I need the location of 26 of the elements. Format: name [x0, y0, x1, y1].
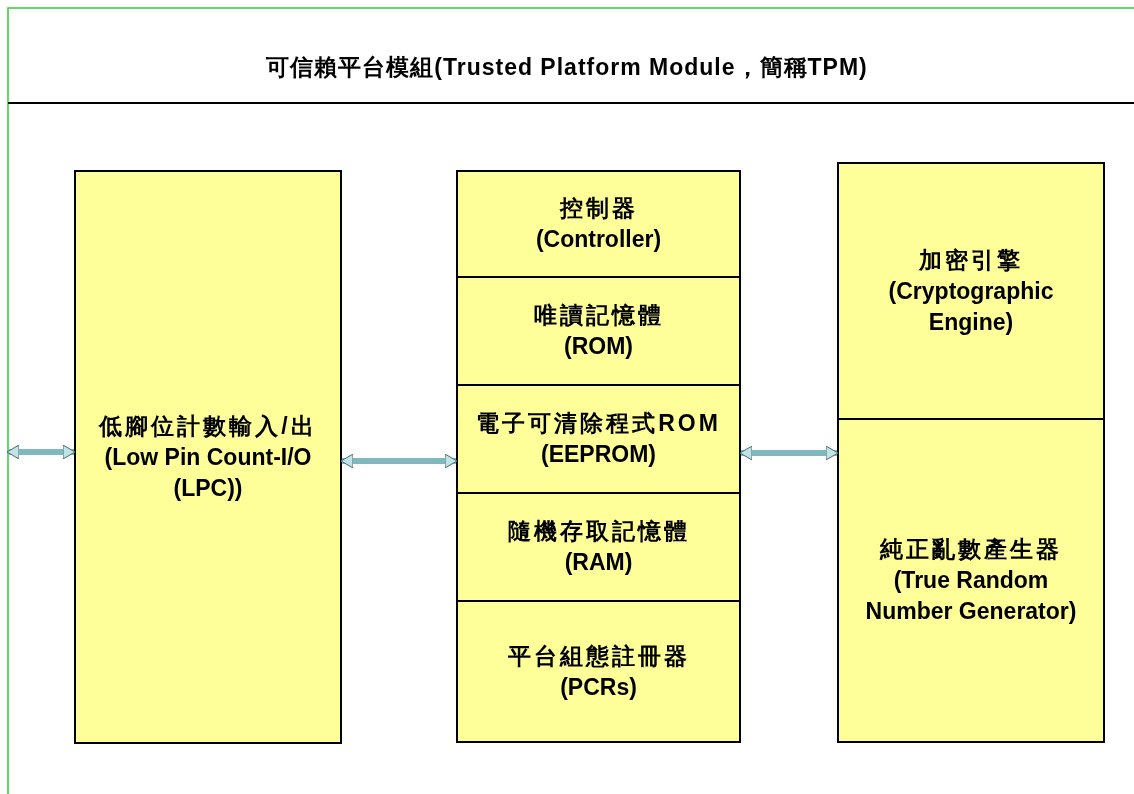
- component-english-name: (EEPROM): [541, 440, 656, 469]
- component-name: 隨機存取記憶體: [507, 517, 690, 546]
- component-name: 平台組態註冊器: [507, 641, 690, 671]
- component-box: [456, 386, 741, 494]
- component-box: [456, 278, 741, 386]
- component-name: 唯讀記憶體: [533, 301, 664, 330]
- component-english-name: (True Random Number Generator): [864, 566, 1078, 626]
- component-english-name: (ROM): [564, 332, 633, 361]
- component-name: 控制器: [559, 194, 638, 223]
- component-english-name: (Cryptographic Engine): [887, 276, 1055, 337]
- component-box: [456, 494, 741, 602]
- component-box: [837, 420, 1105, 743]
- diagram-title: 可信賴平台模組(Trusted Platform Module，簡稱TPM): [266, 54, 868, 80]
- component-english-name: (PCRs): [560, 672, 637, 702]
- double-arrow: [6, 444, 76, 460]
- component-name: 純正亂數產生器: [880, 535, 1062, 564]
- component-box: [74, 170, 342, 744]
- component-name: 加密引擎: [919, 245, 1023, 275]
- component-english-name: (RAM): [564, 548, 633, 577]
- component-english-name: (Controller): [535, 225, 662, 254]
- component-name: 低腳位計數輸入/出: [99, 411, 317, 441]
- component-box: [456, 170, 741, 278]
- component-box: [456, 602, 741, 743]
- component-name: 電子可清除程式ROM: [476, 409, 721, 438]
- component-box: [837, 162, 1105, 420]
- component-english-name: (Low Pin Count-I/O (LPC)): [103, 442, 313, 503]
